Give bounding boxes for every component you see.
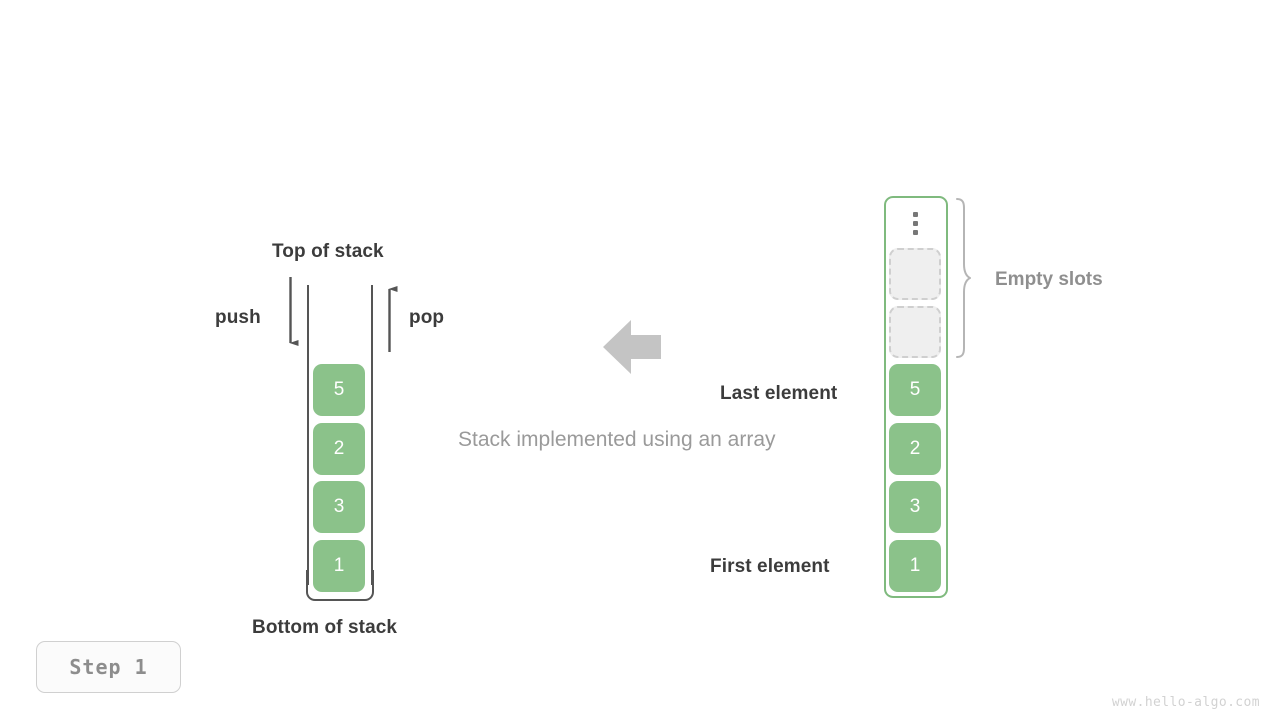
pop-label: pop [409, 307, 445, 328]
array-cell: 1 [889, 540, 941, 592]
array-cell: 2 [889, 423, 941, 475]
last-element-label: Last element [720, 383, 838, 404]
stack-cell: 5 [313, 364, 365, 416]
first-element-label: First element [710, 556, 830, 577]
vertical-ellipsis-icon [913, 221, 918, 226]
array-cell: 3 [889, 481, 941, 533]
vertical-ellipsis-icon [913, 230, 918, 235]
step-badge: Step 1 [36, 641, 181, 693]
watermark: www.hello-algo.com [1111, 695, 1260, 710]
array-cell: 5 [889, 364, 941, 416]
vertical-ellipsis-icon [913, 212, 918, 217]
top-of-stack-label: Top of stack [272, 241, 384, 262]
stack-container-left-rail [307, 285, 309, 585]
array-empty-slot [889, 306, 941, 358]
bottom-of-stack-label: Bottom of stack [252, 617, 398, 638]
transform-arrow-left [603, 320, 661, 374]
stack-cell: 3 [313, 481, 365, 533]
stack-cell: 1 [313, 540, 365, 592]
empty-slots-label: Empty slots [995, 269, 1103, 290]
array-container [884, 196, 948, 598]
push-label: push [215, 307, 261, 328]
stack-container-bottom [306, 570, 374, 601]
stack-cell: 2 [313, 423, 365, 475]
stack-container-right-rail [371, 285, 373, 585]
diagram-caption: Stack implemented using an array [458, 428, 776, 451]
array-empty-slot [889, 248, 941, 300]
empty-slots-brace [956, 198, 971, 358]
